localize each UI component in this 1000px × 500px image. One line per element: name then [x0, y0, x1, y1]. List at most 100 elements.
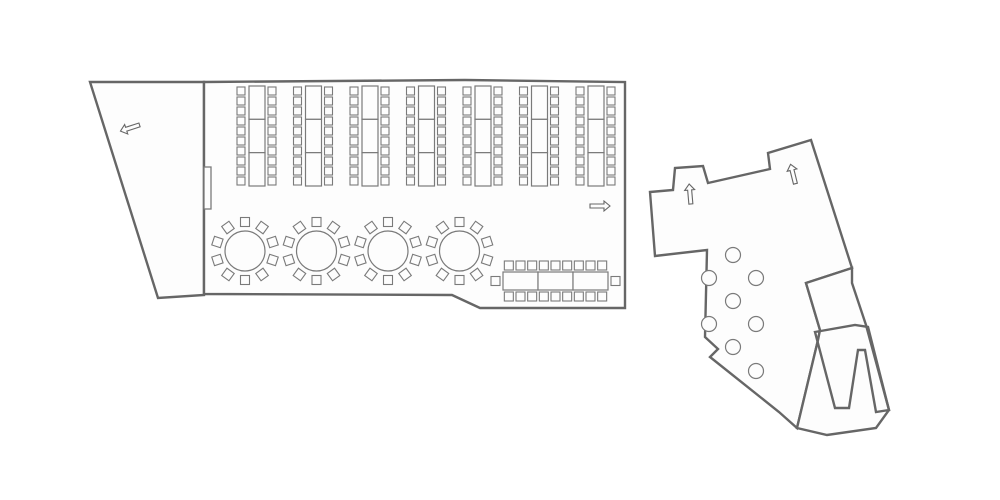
- chair: [425, 253, 439, 267]
- classroom-column: [518, 85, 560, 187]
- chair: [562, 260, 573, 271]
- chair: [575, 116, 585, 126]
- room-west-foyer: [88, 80, 206, 300]
- chair: [527, 260, 538, 271]
- chair: [349, 126, 359, 136]
- chair: [518, 116, 529, 126]
- chair: [337, 253, 351, 267]
- chair: [549, 136, 560, 146]
- chair: [606, 116, 616, 126]
- chair: [292, 267, 307, 282]
- east-room-annex: [795, 266, 891, 437]
- chair: [549, 126, 560, 136]
- classroom-table: [417, 85, 436, 120]
- chair: [267, 156, 277, 166]
- classroom-table: [248, 85, 266, 120]
- chair: [436, 106, 447, 116]
- chair: [211, 235, 224, 249]
- chair: [606, 166, 616, 176]
- chair: [382, 216, 394, 228]
- chair: [606, 176, 616, 186]
- chair: [292, 126, 303, 136]
- chair: [573, 291, 584, 302]
- exit-arrow-right-icon: [589, 199, 611, 213]
- chair: [606, 106, 616, 116]
- chair: [267, 166, 277, 176]
- chair: [380, 116, 390, 126]
- classroom-table: [304, 85, 323, 120]
- chair: [549, 156, 560, 166]
- chair: [550, 291, 561, 302]
- chair: [503, 291, 514, 302]
- cocktail-table: [724, 292, 742, 310]
- chair: [518, 126, 529, 136]
- chair: [236, 86, 246, 96]
- classroom-table: [587, 85, 605, 120]
- classroom-table: [474, 118, 492, 154]
- main-hall-door: [203, 166, 212, 210]
- chair: [267, 106, 277, 116]
- round-table-group: [282, 216, 351, 286]
- chair: [405, 96, 416, 106]
- exit-arrow-left-icon: [119, 122, 141, 135]
- chair: [606, 146, 616, 156]
- chair: [236, 96, 246, 106]
- chair: [380, 96, 390, 106]
- chair: [405, 116, 416, 126]
- chair: [380, 166, 390, 176]
- classroom-table: [474, 152, 492, 187]
- chair: [236, 156, 246, 166]
- chair: [518, 136, 529, 146]
- chair: [436, 156, 447, 166]
- chair: [292, 166, 303, 176]
- chair: [292, 86, 303, 96]
- round-table: [224, 230, 266, 272]
- chair: [462, 136, 472, 146]
- chair: [267, 146, 277, 156]
- chair: [493, 126, 503, 136]
- chair: [549, 146, 560, 156]
- chair: [380, 176, 390, 186]
- chair: [239, 216, 251, 228]
- classroom-table: [587, 152, 605, 187]
- chair: [311, 216, 322, 228]
- classroom-table: [248, 118, 266, 154]
- cocktail-table: [747, 362, 765, 380]
- chair: [575, 156, 585, 166]
- chair: [267, 96, 277, 106]
- chair: [326, 220, 341, 235]
- chair: [236, 136, 246, 146]
- chair: [436, 166, 447, 176]
- chair: [549, 86, 560, 96]
- chair: [469, 220, 484, 235]
- round-table-group: [211, 216, 279, 286]
- chair: [323, 106, 334, 116]
- chair: [462, 146, 472, 156]
- chair: [493, 146, 503, 156]
- chair: [518, 106, 529, 116]
- chair: [480, 253, 494, 267]
- chair: [597, 291, 608, 302]
- chair: [462, 166, 472, 176]
- classroom-column: [575, 85, 616, 187]
- chair: [515, 260, 526, 271]
- chair: [405, 136, 416, 146]
- chair: [575, 166, 585, 176]
- chair: [538, 260, 549, 271]
- chair: [267, 176, 277, 186]
- chair: [462, 126, 472, 136]
- chair: [323, 116, 334, 126]
- chair: [236, 166, 246, 176]
- chair: [349, 136, 359, 146]
- classroom-seating: [236, 85, 616, 187]
- chair: [405, 86, 416, 96]
- chair: [606, 86, 616, 96]
- chair: [239, 274, 251, 286]
- chair: [292, 96, 303, 106]
- chair: [538, 291, 549, 302]
- classroom-table: [587, 118, 605, 154]
- west-foyer-walls: [88, 80, 206, 300]
- chair: [349, 176, 359, 186]
- chair: [436, 96, 447, 106]
- chair: [380, 86, 390, 96]
